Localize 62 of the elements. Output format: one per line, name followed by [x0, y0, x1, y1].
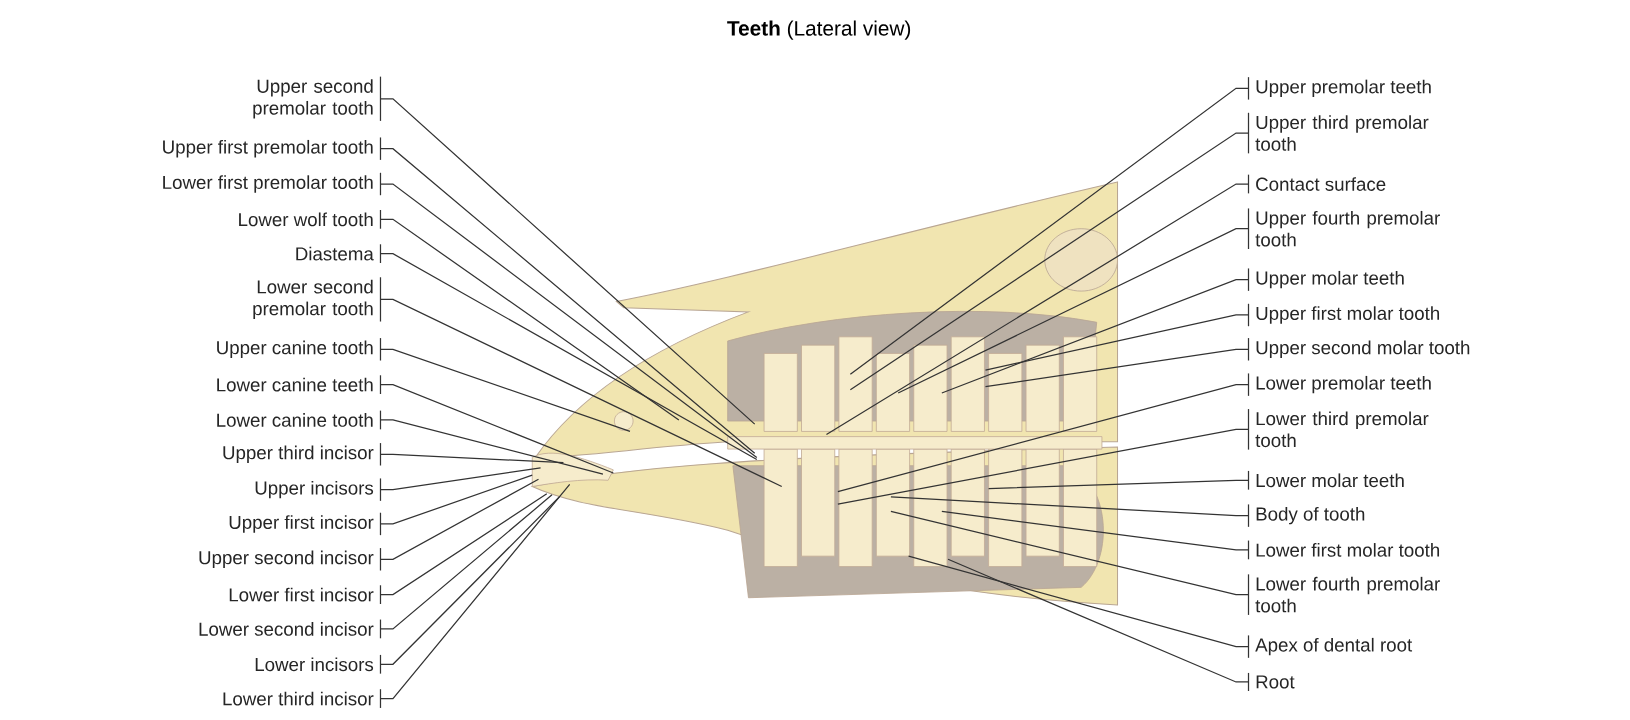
label: Lower molar teeth [1256, 473, 1404, 487]
leader-line [379, 453, 565, 464]
label: Upper incisors [255, 480, 374, 499]
label: Upper premolar teeth [1256, 79, 1431, 97]
leader-line [379, 298, 783, 487]
leader-line [849, 132, 1250, 391]
leader-line [379, 348, 631, 432]
label: Upper second premolar tooth [253, 78, 373, 119]
label: Lower incisors [255, 657, 374, 671]
label: Body of tooth [1256, 506, 1365, 525]
title: Teeth (Lateral view) [727, 20, 911, 40]
label: Diastema [296, 246, 374, 261]
leader-line [984, 314, 1250, 371]
label: Upper canine tooth [217, 340, 373, 358]
label: Root [1256, 675, 1295, 689]
label: Lower canine teeth [217, 377, 373, 392]
leader-line [379, 483, 571, 699]
leader-line [379, 494, 553, 630]
label: Upper third incisor [223, 445, 374, 463]
leader-line [379, 252, 758, 460]
leader-line [941, 278, 1250, 394]
leader-line [947, 558, 1250, 683]
label: Upper third premolar tooth [1255, 115, 1429, 151]
label: Contact surface [1256, 176, 1386, 191]
label: Lower second premolar tooth [253, 279, 373, 319]
label: Upper fourth premolar tooth [1255, 210, 1440, 247]
label: Upper first premolar tooth [163, 139, 373, 158]
label: Lower premolar teeth [1256, 375, 1431, 394]
label: Upper molar teeth [1256, 270, 1404, 289]
leader-line [849, 87, 1250, 375]
leader-line [941, 510, 1250, 551]
label: Lower first molar tooth [1256, 542, 1439, 557]
label: Lower fourth premolar tooth [1255, 576, 1440, 613]
leader-line [890, 510, 1250, 596]
label: Upper first molar tooth [1256, 306, 1439, 324]
leader-line [890, 496, 1250, 517]
leader-line [379, 419, 604, 475]
label: Lower first incisor [229, 587, 374, 602]
leader-line [379, 383, 614, 474]
leader-line [379, 218, 680, 421]
leader-line [837, 428, 1250, 505]
leader-line [379, 466, 542, 491]
leader-line [897, 227, 1250, 394]
label: Lower third incisor [223, 691, 374, 706]
label: Upper first incisor [229, 515, 374, 533]
leader-line [984, 348, 1250, 388]
label: Apex of dental root [1255, 637, 1413, 656]
leader-line [825, 183, 1250, 435]
label: Lower third premolar tooth [1255, 411, 1429, 447]
leader-line [907, 555, 1250, 648]
label: Upper second molar tooth [1256, 340, 1470, 358]
leader-line [379, 474, 533, 525]
label: Lower wolf tooth [239, 212, 373, 227]
leader-line [988, 479, 1250, 489]
leader-line [379, 97, 756, 425]
label: Upper second incisor [199, 550, 374, 568]
leader-line [837, 383, 1250, 493]
label: Lower first premolar tooth [163, 175, 373, 193]
leader-line [379, 492, 548, 596]
label: Lower canine tooth [217, 412, 373, 427]
leader-line [379, 478, 540, 560]
label: Lower second incisor [199, 621, 374, 636]
